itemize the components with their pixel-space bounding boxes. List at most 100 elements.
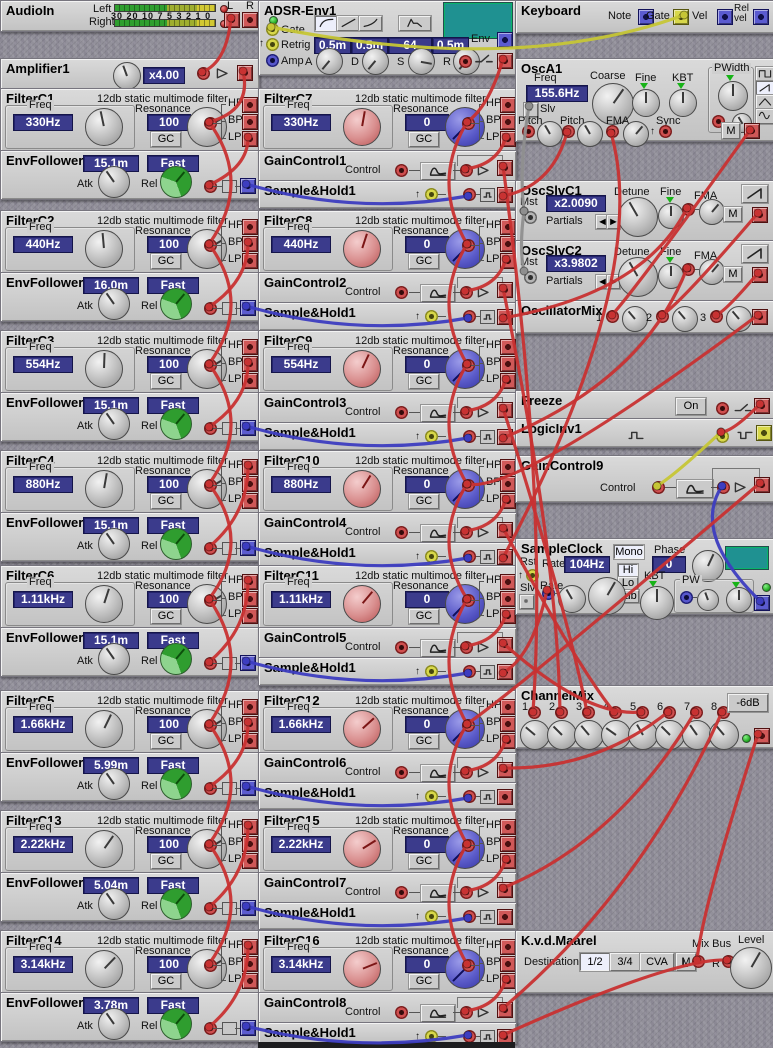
saw-wave-button[interactable] <box>742 245 768 263</box>
value-display[interactable]: 440Hz <box>271 236 331 253</box>
relvel-out-jack[interactable] <box>753 9 769 25</box>
fma-knob[interactable] <box>623 121 649 147</box>
hp-out-jack[interactable] <box>500 939 516 955</box>
signal-in-jack[interactable] <box>463 790 476 803</box>
control-in-jack[interactable] <box>652 481 665 494</box>
sustain-knob[interactable] <box>408 48 435 75</box>
signal-in-jack[interactable] <box>717 481 730 494</box>
gc-button[interactable]: GC <box>409 974 439 989</box>
on-button[interactable]: On <box>676 398 706 415</box>
lp-out-j­ack[interactable] <box>242 973 258 989</box>
signal-out-jack[interactable] <box>497 282 513 298</box>
saw-wave-button[interactable] <box>756 81 773 96</box>
signal-in-jack[interactable] <box>460 1006 473 1019</box>
freq-knob[interactable] <box>85 230 123 268</box>
gcw-wave-button[interactable] <box>421 885 455 902</box>
bp-out-jack[interactable] <box>500 114 516 130</box>
master-in-jack[interactable] <box>524 271 537 284</box>
signal-out-jack[interactable] <box>497 160 513 176</box>
hi-button[interactable]: Hi <box>618 564 638 577</box>
value-display[interactable]: 100 <box>147 716 191 733</box>
gc-button[interactable]: GC <box>151 974 181 989</box>
lp-out-j­ack[interactable] <box>500 253 516 269</box>
signal-out-jack[interactable] <box>497 309 513 325</box>
freq-knob[interactable] <box>343 350 381 388</box>
rate-knob[interactable] <box>588 577 626 615</box>
freq-knob[interactable] <box>85 108 123 146</box>
mix-out-jack[interactable] <box>752 309 768 325</box>
dest-cva-button[interactable]: CVA <box>640 953 674 971</box>
slave-checkbox[interactable] <box>520 595 534 609</box>
control-in-jack[interactable] <box>395 641 408 654</box>
gcw-wave-button[interactable] <box>421 1005 455 1022</box>
pw-mod-knob[interactable] <box>697 589 719 611</box>
trigger-in-jack[interactable] <box>425 910 438 923</box>
level-knob[interactable] <box>730 947 772 989</box>
gc-button[interactable]: GC <box>409 609 439 624</box>
hp-out-jack[interactable] <box>500 219 516 235</box>
control-in-jack[interactable] <box>395 164 408 177</box>
saw-wave-button[interactable] <box>742 185 768 203</box>
hp-out-jack[interactable] <box>242 459 258 475</box>
freq-knob[interactable] <box>343 830 381 868</box>
signal-in-jack[interactable] <box>460 886 473 899</box>
value-display[interactable]: 2.22kHz <box>13 836 73 853</box>
control-in-jack[interactable] <box>395 406 408 419</box>
signal-in-jack[interactable] <box>463 310 476 323</box>
value-display[interactable]: 1.66kHz <box>13 716 73 733</box>
env-out-jack[interactable] <box>240 178 256 194</box>
hp-out-jack[interactable] <box>500 699 516 715</box>
release-knob[interactable] <box>160 768 192 800</box>
hp-out-jack[interactable] <box>242 339 258 355</box>
attack-knob[interactable] <box>98 408 130 440</box>
trigger-in-jack[interactable] <box>425 665 438 678</box>
gc-button[interactable]: GC <box>409 734 439 749</box>
logic-in-jack[interactable] <box>716 430 729 443</box>
level3-knob[interactable] <box>726 306 752 332</box>
signal-out-jack[interactable] <box>497 664 513 680</box>
amp-in-jack[interactable] <box>197 67 210 80</box>
hp-out-jack[interactable] <box>500 339 516 355</box>
trigger-in-jack[interactable] <box>425 790 438 803</box>
clin-wave-button[interactable] <box>337 16 360 31</box>
signal-in-jack[interactable] <box>463 665 476 678</box>
lp-out-j­ack[interactable] <box>242 131 258 147</box>
sin-wave-button[interactable] <box>756 109 773 124</box>
lp-out-j­ack[interactable] <box>242 373 258 389</box>
lp-out-j­ack[interactable] <box>500 373 516 389</box>
audio-out-left-jack[interactable] <box>224 12 240 28</box>
master-in-jack[interactable] <box>524 211 537 224</box>
bp-out-jack[interactable] <box>242 716 258 732</box>
hp-out-jack[interactable] <box>242 699 258 715</box>
value-display[interactable]: 100 <box>147 591 191 608</box>
trigger-in-jack[interactable] <box>425 188 438 201</box>
audio-out-jack[interactable] <box>497 53 513 69</box>
pwidth-knob[interactable] <box>718 81 748 111</box>
hp-out-jack[interactable] <box>500 574 516 590</box>
hp-out-jack[interactable] <box>242 939 258 955</box>
level1-knob[interactable] <box>622 306 648 332</box>
fine-knob[interactable] <box>658 203 684 229</box>
pitch2-knob[interactable] <box>577 121 603 147</box>
release-knob[interactable] <box>160 528 192 560</box>
clock-out-jack[interactable] <box>754 595 770 611</box>
hp-out-jack[interactable] <box>242 219 258 235</box>
attack-knob[interactable] <box>98 1008 130 1040</box>
signal-out-jack[interactable] <box>497 522 513 538</box>
gc-button[interactable]: GC <box>409 854 439 869</box>
signal-out-jack[interactable] <box>497 762 513 778</box>
osc-out-jack[interactable] <box>744 123 760 139</box>
lp-out-j­ack[interactable] <box>500 853 516 869</box>
left-in-jack[interactable] <box>692 955 705 968</box>
value-display[interactable]: x3.9802 <box>546 255 606 272</box>
fma-knob[interactable] <box>699 259 725 285</box>
pw-knob[interactable] <box>726 587 752 613</box>
gc-button[interactable]: GC <box>151 494 181 509</box>
signal-in-jack[interactable] <box>460 406 473 419</box>
bp-out-jack[interactable] <box>500 716 516 732</box>
control-in-jack[interactable] <box>395 286 408 299</box>
env-out-jack[interactable] <box>240 1020 256 1036</box>
rate-mod-knob[interactable] <box>558 585 586 613</box>
gcw-wave-button[interactable] <box>421 285 455 302</box>
freq-knob[interactable] <box>85 710 123 748</box>
